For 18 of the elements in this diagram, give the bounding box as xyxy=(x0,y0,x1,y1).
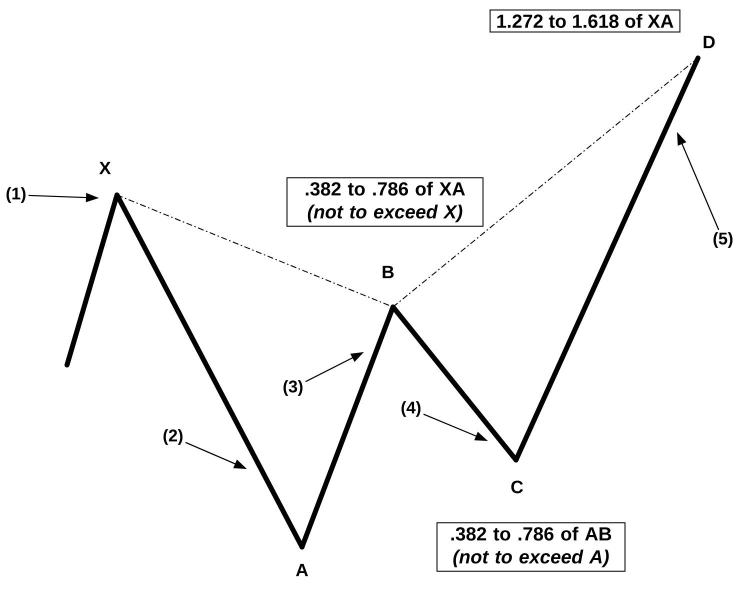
callout-number: (4) xyxy=(402,401,420,417)
callout-number: (1) xyxy=(6,187,26,203)
point-label: D xyxy=(704,36,715,48)
wave-leg xyxy=(114,192,304,550)
ratio-box: .382 to .786 of AB (not to exceed A) xyxy=(436,522,626,572)
callout-number: (5) xyxy=(714,232,732,248)
wave-leg xyxy=(514,56,700,462)
point-label: B xyxy=(382,266,394,278)
point-label: C xyxy=(511,480,523,494)
point-label: A xyxy=(296,564,308,576)
ratio-box: .382 to .786 of XA (not to exceed X) xyxy=(286,177,484,227)
wave-leg xyxy=(64,192,120,368)
ratio-box: 1.272 to 1.618 of XA xyxy=(490,10,680,32)
wave-leg xyxy=(300,304,396,550)
wave-leg xyxy=(390,304,518,462)
callout-number: (2) xyxy=(164,429,182,445)
callout-number: (3) xyxy=(284,380,302,396)
point-label: X xyxy=(99,162,111,174)
